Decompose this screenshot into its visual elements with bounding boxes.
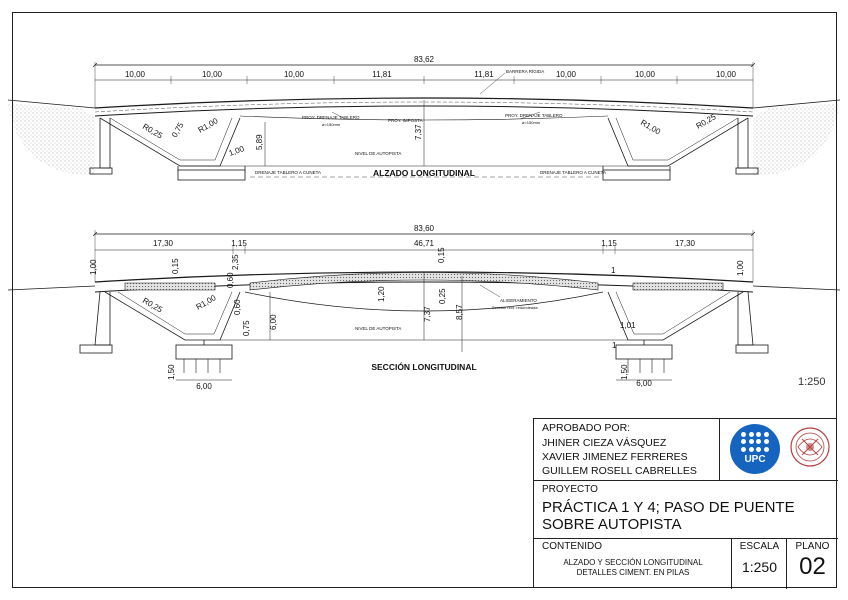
radius-label: R1,00 xyxy=(195,293,218,312)
radius-label: R0,25 xyxy=(695,112,718,131)
aligeramiento-note: ALIGERAMIENTO xyxy=(500,298,537,303)
approved-label: APROBADO POR: xyxy=(542,422,631,434)
void-right xyxy=(632,282,724,291)
dim-label: 1,01 xyxy=(620,321,636,330)
school-seal xyxy=(788,425,832,469)
elevation-span-dim: 11,81 xyxy=(372,70,392,79)
piles xyxy=(183,359,665,373)
section-span-dim: 17,30 xyxy=(675,239,696,248)
elevation-span-dim: 10,00 xyxy=(202,70,223,79)
elevation-span-dim: 10,00 xyxy=(556,70,577,79)
road-level-note: NIVEL DE AUTOPISTA xyxy=(355,151,401,156)
upc-logo: UPC xyxy=(730,424,780,474)
dim-label: 1,20 xyxy=(377,286,386,302)
left-embankment xyxy=(8,100,95,175)
drain-note-right-sub: ø=150mm xyxy=(522,120,541,125)
footing-dim-left: 6,00 xyxy=(196,382,212,391)
deck-top xyxy=(94,97,754,109)
dim-label: 0,60 xyxy=(233,299,242,315)
section-span-dim: 1,15 xyxy=(231,239,247,248)
elevation-span-dim: 11,81 xyxy=(474,70,494,79)
approver-name: XAVIER JIMENEZ FERRERES xyxy=(542,451,688,463)
dim-label: 1,00 xyxy=(736,260,745,276)
project-label: PROYECTO xyxy=(542,484,598,495)
content-line2: DETALLES CIMENT. EN PILAS xyxy=(576,568,690,577)
radius-label: R1,00 xyxy=(639,118,662,137)
cuneta-note-right: DRENAJE TABLERO A CUNETA xyxy=(540,170,606,175)
section-total-dim: 83,60 xyxy=(414,224,435,233)
scale-cell xyxy=(732,539,787,589)
section-span-dim: 1,15 xyxy=(601,239,617,248)
barrier-note: BARRERA RÍGIDA xyxy=(506,68,544,74)
dim-label: 1,00 xyxy=(89,259,98,275)
cuneta-note-left: DRENAJE TABLERO A CUNETA xyxy=(255,170,321,175)
scale-note: 1:250 xyxy=(798,376,826,388)
drain-note-right: PROY. DRENAJE TABLERO xyxy=(505,113,563,118)
radius-label: R0,25 xyxy=(141,122,164,141)
dim-label: 8,57 xyxy=(455,304,464,320)
logo-cell xyxy=(720,419,838,481)
section-span-dim: 46,71 xyxy=(414,239,435,248)
dim-label: 0,25 xyxy=(438,288,447,304)
content-label: CONTENIDO xyxy=(542,541,602,552)
dim-label: 0,15 xyxy=(437,247,446,263)
dim-label: 6,00 xyxy=(269,314,278,330)
elevation-span-dim: 10,00 xyxy=(716,70,737,79)
elevation-total-dim: 83,62 xyxy=(414,55,435,64)
content-cell xyxy=(534,539,732,589)
approver-name: GUILLEM ROSELL CABRELLES xyxy=(542,465,697,477)
scale-label: ESCALA xyxy=(739,541,780,552)
section-title: SECCIÓN LONGITUDINAL xyxy=(371,361,476,372)
dim-label: 1 xyxy=(612,341,617,350)
title-block: APROBADO POR: JHINER CIEZA VÁSQUEZ XAVIE… xyxy=(533,418,838,589)
dim-label: 7,37 xyxy=(414,124,423,140)
elevation-span-dim: 10,00 xyxy=(125,70,146,79)
project-cell xyxy=(534,481,838,539)
dim-label: 0,15 xyxy=(171,258,180,274)
dim-label: 1,50 xyxy=(620,364,629,380)
elevation-span-dim: 10,00 xyxy=(284,70,305,79)
section-view xyxy=(7,230,841,381)
radius-label: R1,00 xyxy=(197,116,220,135)
dim-label: 0,75 xyxy=(170,121,186,139)
sheet-number: 02 xyxy=(799,553,826,580)
elevation-span-dim: 10,00 xyxy=(635,70,656,79)
dim-label: 1 xyxy=(611,266,616,275)
span-ticks xyxy=(170,76,678,84)
dim-label: 5,89 xyxy=(255,134,264,150)
approved-cell xyxy=(534,419,720,481)
sheet-label: PLANO xyxy=(795,541,830,552)
footing-dim-right: 6,00 xyxy=(636,379,652,388)
imposta-note: PROY. IMPOSTA xyxy=(388,118,423,123)
drain-note-left: PROY. DRENAJE TABLERO xyxy=(302,115,360,120)
radius-label: R0,25 xyxy=(141,296,164,315)
elevation-view xyxy=(7,62,841,181)
dim-label: 1,00 xyxy=(228,144,246,158)
project-title-line1: PRÁCTICA 1 Y 4; PASO DE PUENTE xyxy=(542,499,795,516)
section-road-level: NIVEL DE AUTOPISTA xyxy=(355,326,401,331)
dim-label: 0,75 xyxy=(242,320,251,336)
approver-name: JHINER CIEZA VÁSQUEZ xyxy=(542,437,667,449)
content-line1: ALZADO Y SECCIÓN LONGITUDINAL xyxy=(563,558,703,567)
project-title-line2: SOBRE AUTOPISTA xyxy=(542,516,682,533)
dim-label: 7,37 xyxy=(423,306,432,322)
aligeramiento-sub: Sección rect. redondeada xyxy=(492,305,538,310)
dim-label: 1,50 xyxy=(167,364,176,380)
elevation-title: ALZADO LONGITUDINAL xyxy=(373,168,475,178)
drain-note-left-sub: ø=150mm xyxy=(322,122,341,127)
void-center xyxy=(249,272,599,291)
dim-label: 0,60 xyxy=(226,272,235,288)
section-span-dim: 17,30 xyxy=(153,239,174,248)
scale-value: 1:250 xyxy=(741,559,778,575)
upc-logo-text: UPC xyxy=(744,454,766,465)
right-embankment xyxy=(753,100,840,175)
void-left xyxy=(124,282,216,291)
dim-label: 2,35 xyxy=(231,254,240,270)
